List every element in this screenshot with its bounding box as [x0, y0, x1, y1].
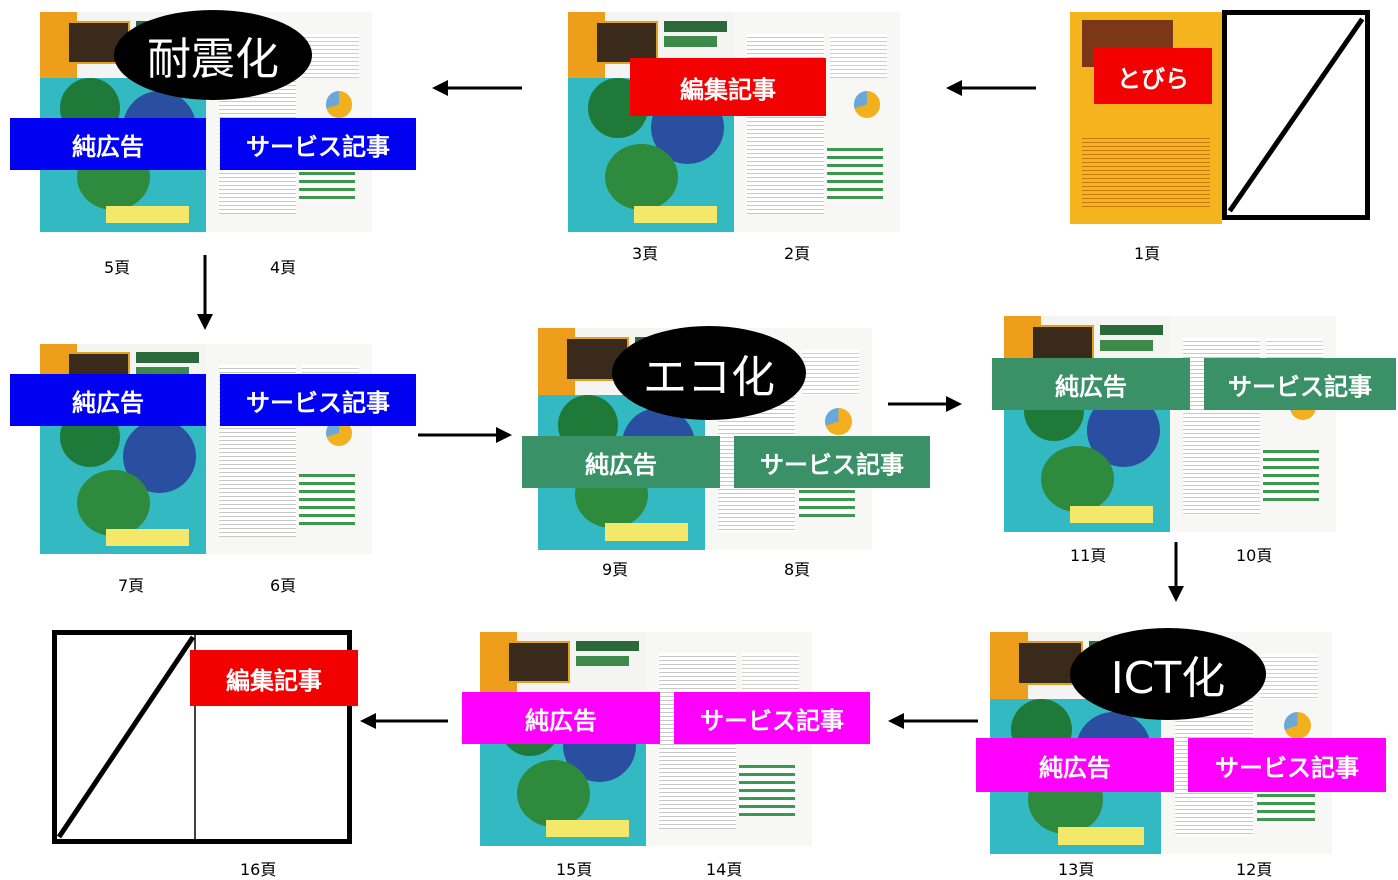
- label-service-12: サービス記事: [1188, 738, 1386, 792]
- page-number-6: 6頁: [270, 576, 297, 595]
- spread-right-page: [1170, 316, 1336, 532]
- arrowhead-down: [1168, 586, 1184, 602]
- label-junkokoku-11: 純広告: [992, 358, 1190, 410]
- page-number-2: 2頁: [784, 244, 811, 263]
- label-service-4: サービス記事: [220, 118, 416, 170]
- label-junkokoku-13: 純広告: [976, 738, 1174, 792]
- blank-page-right: [1222, 10, 1370, 220]
- label-henshu-16: 編集記事: [190, 650, 358, 706]
- label-tobira-1: とびら: [1094, 48, 1212, 104]
- arrowhead-right: [496, 427, 512, 443]
- label-junkokoku-15: 純広告: [462, 692, 660, 744]
- page-number-4: 4頁: [270, 258, 297, 277]
- page-number-5: 5頁: [104, 258, 131, 277]
- stage-oval-eco: エコ化: [612, 326, 806, 420]
- page-number-11: 11頁: [1070, 546, 1107, 565]
- page-number-10: 10頁: [1236, 546, 1273, 565]
- label-junkokoku-7: 純広告: [10, 374, 206, 426]
- stage-oval-ict: ICT化: [1070, 628, 1266, 720]
- stage-oval-taishin: 耐震化: [114, 10, 312, 100]
- arrowhead-left: [432, 80, 448, 96]
- label-service-10: サービス記事: [1204, 358, 1396, 410]
- page-number-1: 1頁: [1134, 244, 1161, 263]
- label-henshu-3: 編集記事: [630, 58, 826, 116]
- label-service-8: サービス記事: [734, 436, 930, 488]
- page-number-15: 15頁: [556, 860, 593, 879]
- page-number-7: 7頁: [118, 576, 145, 595]
- page-number-14: 14頁: [706, 860, 743, 879]
- arrowhead-left: [360, 713, 376, 729]
- page-number-12: 12頁: [1236, 860, 1273, 879]
- arrowhead-left: [946, 80, 962, 96]
- label-junkokoku-5: 純広告: [10, 118, 206, 170]
- label-service-14: サービス記事: [674, 692, 870, 744]
- label-junkokoku-9: 純広告: [522, 436, 720, 488]
- page-number-3: 3頁: [632, 244, 659, 263]
- arrowhead-down: [197, 314, 213, 330]
- page-number-16: 16頁: [240, 860, 277, 879]
- page-number-9: 9頁: [602, 560, 629, 579]
- spread-right-page: [734, 12, 900, 232]
- page-number-8: 8頁: [784, 560, 811, 579]
- arrowhead-left: [888, 713, 904, 729]
- label-service-6: サービス記事: [220, 374, 416, 426]
- page-number-13: 13頁: [1058, 860, 1095, 879]
- arrowhead-right: [946, 396, 962, 412]
